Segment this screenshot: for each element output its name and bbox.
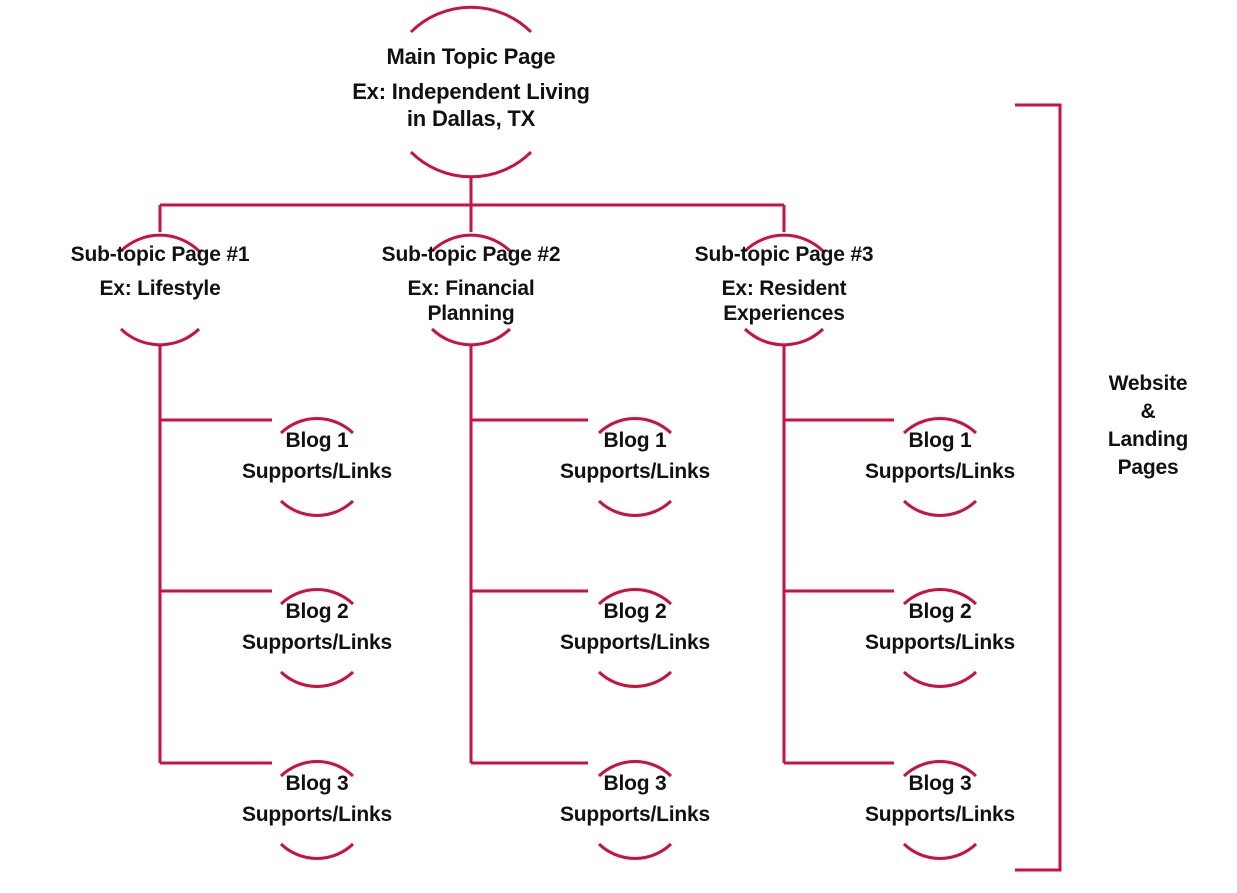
main-topic-circle-bottom-arc [409,150,533,179]
main-topic-circle-top-arc [409,5,533,34]
blog-c1-b2-circle-top-arc [279,588,355,606]
subtopic-1-circle-bottom-arc [119,327,201,347]
subtopic-3-circle-top-arc [743,233,825,253]
blog-c1-b1-circle-top-arc [279,417,355,435]
blog-c1-b3-circle-bottom-arc [279,842,355,860]
blog-c1-b2-circle-bottom-arc [279,670,355,688]
blog-c1-b1-circle-bottom-arc [279,499,355,517]
blog-c2-b3-circle-top-arc [597,760,673,778]
blog-c1-b3-circle-top-arc [279,760,355,778]
website-landing-pages-bracket [1015,103,1062,872]
subtopic-2-circle-bottom-arc [430,327,512,347]
blog-c3-b3-circle-bottom-arc [902,842,978,860]
subtopic-3-circle-bottom-arc [743,327,825,347]
blog-c3-b1-circle-top-arc [902,417,978,435]
blog-c3-b3-circle-top-arc [902,760,978,778]
blog-c3-b1-circle-bottom-arc [902,499,978,517]
blog-c2-b2-circle-top-arc [597,588,673,606]
blog-c2-b3-circle-bottom-arc [597,842,673,860]
blog-c3-b2-circle-top-arc [902,588,978,606]
subtopic-1-circle-top-arc [119,233,201,253]
blog-c2-b2-circle-bottom-arc [597,670,673,688]
subtopic-2-circle-top-arc [430,233,512,253]
blog-c2-b1-circle-top-arc [597,417,673,435]
blog-c3-b2-circle-bottom-arc [902,670,978,688]
blog-c2-b1-circle-bottom-arc [597,499,673,517]
